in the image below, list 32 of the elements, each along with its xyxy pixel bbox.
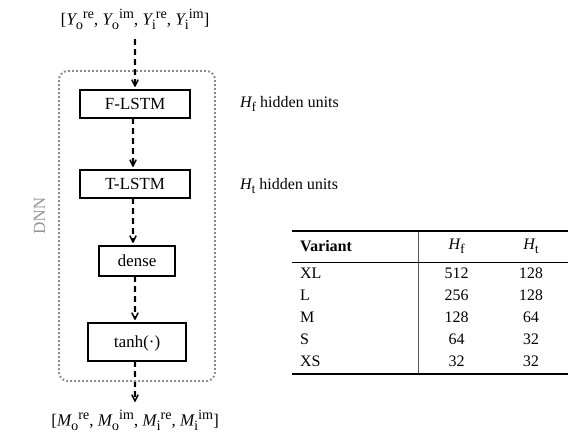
table-cell-text: 32 [522, 330, 540, 350]
process-box: tanh(·) [87, 322, 187, 362]
arrow [129, 118, 137, 167]
table-cell: 512 [418, 262, 494, 286]
vector-label: [Y$_{o}$$^{re}$, Y$_{o}$$^{im}$, Y$_{i}$$^{re}$, Y$_{i}$$^{im}$] [35, 2, 235, 38]
column-header: H$_{t}$ [494, 231, 568, 263]
table-cell: 128 [494, 262, 568, 286]
table-cell: XL [292, 262, 419, 286]
process-box: dense [98, 245, 176, 277]
process-box: F-LSTM [79, 89, 191, 119]
table-cell-text: 128 [518, 286, 544, 306]
arrow [129, 198, 137, 243]
column-header: Variant [292, 231, 419, 263]
arrow [131, 39, 139, 87]
annotation-text: H$_{t}$ hidden units [240, 176, 338, 198]
table-cell: L [292, 285, 419, 308]
table-cell: XS [292, 351, 419, 374]
table-cell-text: 64 [522, 308, 540, 328]
arrow [131, 361, 139, 402]
table-cell: 64 [418, 329, 494, 352]
arrow [131, 276, 139, 320]
table-cell: 32 [494, 351, 568, 374]
column-header: H$_{f}$ [418, 231, 494, 263]
table-cell: S [292, 329, 419, 352]
table-cell: M [292, 307, 419, 330]
table-cell: 128 [418, 307, 494, 330]
process-box: T-LSTM [79, 169, 191, 199]
vector-label: [M$_{o}$$^{re}$, M$_{o}$$^{im}$, M$_{i}$$^{re}$, M$_{i}$$^{im}$] [30, 402, 240, 440]
table-cell: 256 [418, 285, 494, 308]
table-cell: 32 [418, 351, 494, 374]
group-label: DNN [30, 197, 50, 234]
annotation-text: H$_{f}$ hidden units [240, 94, 339, 116]
